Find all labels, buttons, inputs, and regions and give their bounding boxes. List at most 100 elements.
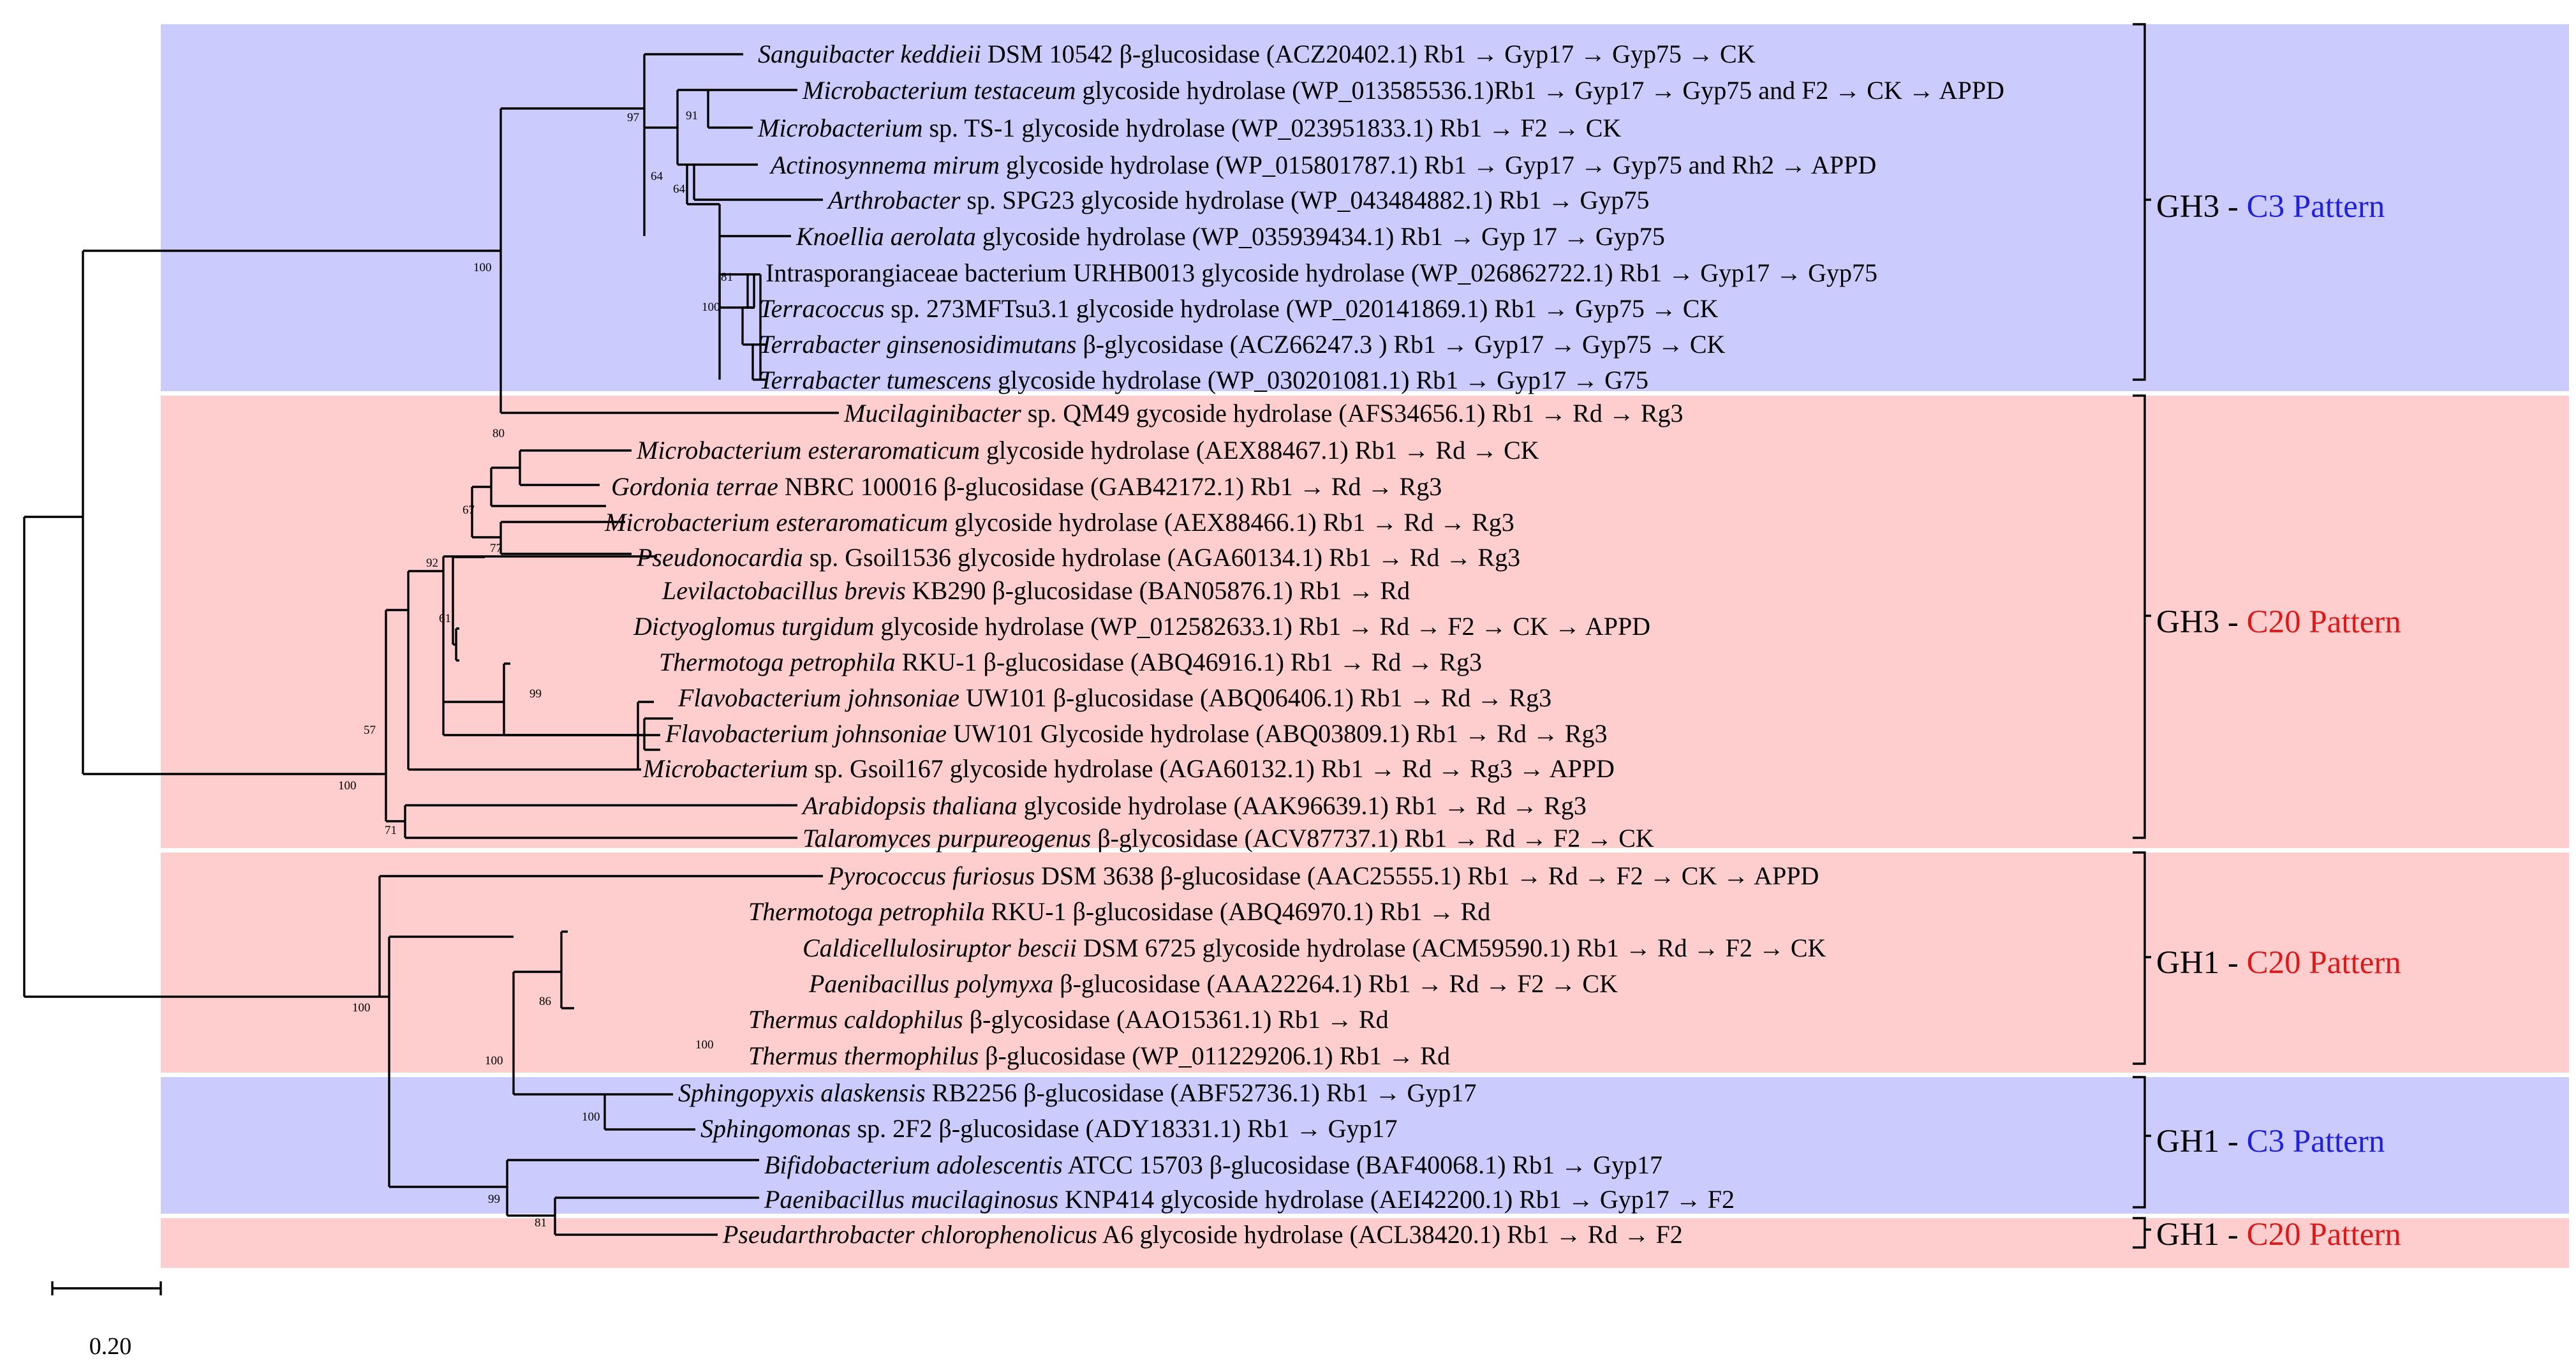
group-prefix: GH1 - bbox=[2156, 1124, 2247, 1159]
group-brackets bbox=[2133, 23, 2151, 1249]
leaf-label: Intrasporangiaceae bacterium URHB0013 gl… bbox=[766, 258, 1877, 287]
leaf-label: Paenibacillus mucilaginosus KNP414 glyco… bbox=[764, 1185, 1735, 1214]
leaf-description: Intrasporangiaceae bacterium URHB0013 gl… bbox=[766, 258, 1877, 287]
species-name: Pseudonocardia bbox=[636, 543, 803, 572]
leaf-description: RKU-1 β-glucosidase (ABQ46916.1) Rb1 → R… bbox=[896, 648, 1482, 676]
leaf-description: DSM 10542 β-glucosidase (ACZ20402.1) Rb1… bbox=[981, 40, 1756, 68]
leaf-label: Levilactobacillus brevis KB290 β-glucosi… bbox=[662, 576, 1410, 605]
leaf-label: Terracoccus sp. 273MFTsu3.1 glycoside hy… bbox=[759, 294, 1719, 323]
leaf-description: RB2256 β-glucosidase (ABF52736.1) Rb1 → … bbox=[926, 1078, 1477, 1107]
species-name: Paenibacillus mucilaginosus bbox=[764, 1185, 1058, 1214]
leaf-labels: Sanguibacter keddieii DSM 10542 β-glucos… bbox=[604, 40, 2004, 1249]
species-name: Arabidopsis thaliana bbox=[801, 791, 1018, 820]
branch bbox=[643, 53, 823, 380]
leaf-label: Terrabacter tumescens glycoside hydrolas… bbox=[759, 366, 1648, 394]
branch bbox=[471, 449, 632, 555]
leaf-label: Thermotoga petrophila RKU-1 β-glucosidas… bbox=[748, 897, 1490, 926]
bootstrap-value: 81 bbox=[721, 271, 733, 284]
leaf-description: ATCC 15703 β-glucosidase (BAF40068.1) Rb… bbox=[1063, 1150, 1662, 1179]
species-name: Knoellia aerolata bbox=[796, 222, 976, 251]
group-label: GH3 - C3 Pattern bbox=[2156, 189, 2385, 225]
bootstrap-value: 100 bbox=[485, 1054, 503, 1068]
bootstrap-value: 64 bbox=[651, 170, 663, 183]
leaf-description: glycoside hydrolase (WP_013585536.1)Rb1 … bbox=[1076, 76, 2004, 105]
leaf-description: sp. 273MFTsu3.1 glycoside hydrolase (WP_… bbox=[884, 294, 1718, 323]
leaf-description: UW101 Glycoside hydrolase (ABQ03809.1) R… bbox=[947, 719, 1607, 748]
bootstrap-value: 80 bbox=[492, 427, 505, 440]
species-name: Microbacterium esteraromaticum bbox=[636, 436, 980, 465]
band-gh1-c3 bbox=[161, 1077, 2569, 1214]
leaf-label: Thermus thermophilus β-glucosidase (WP_0… bbox=[748, 1041, 1450, 1070]
bootstrap-value: 86 bbox=[539, 995, 551, 1008]
bootstrap-value: 91 bbox=[686, 109, 698, 123]
group-pattern: C3 Pattern bbox=[2247, 1124, 2385, 1159]
leaf-description: sp. Gsoil167 glycoside hydrolase (AGA601… bbox=[808, 754, 1614, 783]
scale-bar-line bbox=[51, 1281, 162, 1295]
leaf-description: sp. QM49 gycoside hydrolase (AFS34656.1)… bbox=[1021, 399, 1684, 428]
species-name: Sphingopyxis alaskensis bbox=[678, 1078, 926, 1107]
leaf-label: Actinosynnema mirum glycoside hydrolase … bbox=[769, 151, 1876, 179]
species-name: Pseudarthrobacter chlorophenolicus bbox=[722, 1220, 1097, 1249]
bracket-gh1-c3 bbox=[2133, 1076, 2151, 1209]
bootstrap-value: 71 bbox=[385, 824, 397, 837]
bootstrap-value: 61 bbox=[439, 612, 451, 625]
group-label: GH1 - C20 Pattern bbox=[2156, 945, 2401, 981]
leaf-description: UW101 β-glucosidase (ABQ06406.1) Rb1 → R… bbox=[959, 683, 1551, 712]
species-name: Thermus thermophilus bbox=[748, 1041, 979, 1070]
leaf-description: β-glucosidase (AAA22264.1) Rb1 → Rd → F2… bbox=[1053, 969, 1618, 998]
leaf-description: glycoside hydrolase (AAK96639.1) Rb1 → R… bbox=[1018, 791, 1587, 820]
species-name: Thermus caldophilus bbox=[748, 1005, 963, 1034]
leaf-label: Microbacterium sp. Gsoil167 glycoside hy… bbox=[642, 754, 1615, 783]
branch bbox=[378, 875, 823, 1188]
leaf-description: β-glycosidase (ACZ66247.3 ) Rb1 → Gyp17 … bbox=[1076, 330, 1725, 359]
species-name: Bifidobacterium adolescentis bbox=[764, 1150, 1063, 1179]
species-name: Talaromyces purpureogenus bbox=[803, 824, 1091, 853]
group-label: GH3 - C20 Pattern bbox=[2156, 604, 2401, 640]
species-name: Microbacterium testaceum bbox=[802, 76, 1076, 105]
species-name: Actinosynnema mirum bbox=[769, 151, 1000, 179]
species-name: Pyrococcus furiosus bbox=[827, 861, 1035, 890]
band-gh3-c20 bbox=[161, 396, 2569, 848]
leaf-label: Dictyoglomus turgidum glycoside hydrolas… bbox=[633, 612, 1650, 641]
group-pattern: C20 Pattern bbox=[2247, 945, 2401, 981]
leaf-label: Microbacterium testaceum glycoside hydro… bbox=[802, 76, 2004, 105]
bootstrap-value: 99 bbox=[529, 687, 542, 701]
group-prefix: GH1 - bbox=[2156, 1217, 2247, 1253]
species-name: Terracoccus bbox=[759, 294, 884, 323]
leaf-label: Microbacterium esteraromaticum glycoside… bbox=[636, 436, 1539, 465]
leaf-description: DSM 3638 β-glucosidase (AAC25555.1) Rb1 … bbox=[1035, 861, 1819, 890]
species-name: Microbacterium bbox=[642, 754, 808, 783]
branch bbox=[443, 662, 660, 736]
bracket-gh3-c3 bbox=[2133, 23, 2151, 381]
species-name: Arthrobacter bbox=[826, 186, 961, 214]
leaf-label: Talaromyces purpureogenus β-glycosidase … bbox=[803, 824, 1654, 853]
leaf-description: sp. 2F2 β-glucosidase (ADY18331.1) Rb1 →… bbox=[851, 1114, 1398, 1143]
branch bbox=[506, 1159, 759, 1236]
leaf-label: Knoellia aerolata glycoside hydrolase (W… bbox=[796, 222, 1665, 251]
group-prefix: GH1 - bbox=[2156, 945, 2247, 981]
species-name: Flavobacterium johnsoniae bbox=[677, 683, 959, 712]
species-name: Mucilaginibacter bbox=[843, 399, 1021, 428]
bootstrap-value: 97 bbox=[627, 111, 639, 124]
leaf-label: Microbacterium esteraromaticum glycoside… bbox=[604, 508, 1514, 537]
bracket-gh1-c20-b bbox=[2133, 1217, 2151, 1249]
leaf-label: Thermus caldophilus β-glycosidase (AAO15… bbox=[748, 1005, 1389, 1034]
leaf-label: Pseudonocardia sp. Gsoil1536 glycoside h… bbox=[636, 543, 1520, 572]
scale-bar-label: 0.20 bbox=[89, 1333, 132, 1360]
bracket-gh1-c20-a bbox=[2133, 851, 2151, 1065]
leaf-label: Thermotoga petrophila RKU-1 β-glucosidas… bbox=[659, 648, 1482, 676]
scale-bar: 0.20 bbox=[51, 1281, 162, 1360]
group-prefix: GH3 - bbox=[2156, 604, 2247, 640]
branch bbox=[741, 306, 766, 381]
group-pattern: C20 Pattern bbox=[2247, 1217, 2401, 1253]
group-labels: GH3 - C3 Pattern GH3 - C20 Pattern GH1 -… bbox=[2156, 189, 2401, 1253]
bootstrap-value: 100 bbox=[338, 779, 357, 793]
leaf-label: Arabidopsis thaliana glycoside hydrolase… bbox=[801, 791, 1587, 820]
group-label: GH1 - C20 Pattern bbox=[2156, 1217, 2401, 1253]
leaf-description: NBRC 100016 β-glucosidase (GAB42172.1) R… bbox=[778, 472, 1442, 501]
leaf-description: RKU-1 β-glucosidase (ABQ46970.1) Rb1 → R… bbox=[985, 897, 1491, 926]
leaf-label: Sanguibacter keddieii DSM 10542 β-glucos… bbox=[758, 40, 1756, 68]
leaf-label: Sphingomonas sp. 2F2 β-glucosidase (ADY1… bbox=[700, 1114, 1398, 1143]
